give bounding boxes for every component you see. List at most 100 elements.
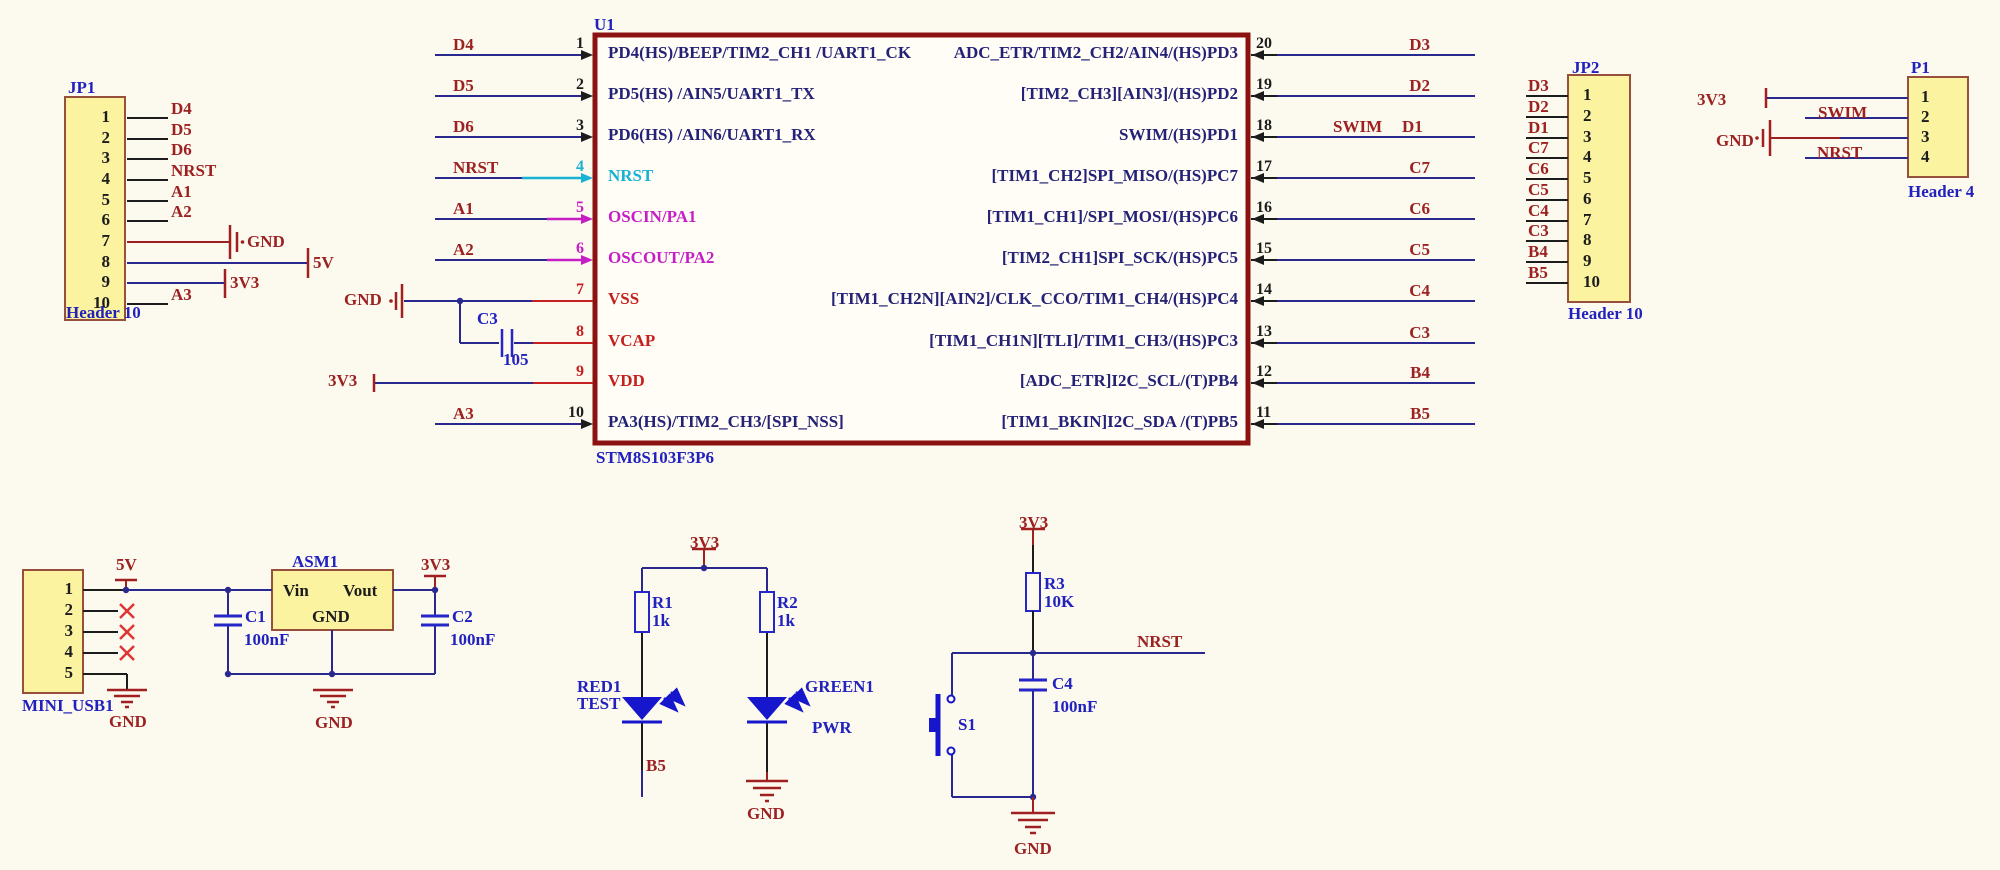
pin-number: 12 xyxy=(1256,363,1272,380)
usb-gnd-symbol xyxy=(107,688,147,709)
c2-designator: C2 xyxy=(452,607,473,626)
net-label: A2 xyxy=(171,202,192,221)
pin-number: 5 xyxy=(1583,168,1592,187)
jp2-wires xyxy=(1526,95,1568,284)
usb-gnd-label: GND xyxy=(109,712,147,731)
jp2-designator: JP2 xyxy=(1572,58,1600,77)
net-label: NRST xyxy=(453,158,499,177)
reset-3v3-symbol xyxy=(1021,527,1045,545)
regulator-vin-pin: Vin xyxy=(283,581,309,600)
pin-name: [TIM2_CH1]SPI_SCK/(HS)PC5 xyxy=(1001,248,1238,267)
pin-number: 4 xyxy=(1583,147,1592,166)
net-label: B4 xyxy=(1410,363,1430,382)
net-label: B4 xyxy=(1528,242,1548,261)
pin-number: 10 xyxy=(93,293,110,312)
pin-number: 5 xyxy=(101,190,111,209)
vss-gnd-label: GND xyxy=(344,290,382,309)
pin-number: 16 xyxy=(1256,199,1272,216)
u1-chip-body xyxy=(592,32,1251,446)
pin-number: 1 xyxy=(1583,85,1592,104)
red-led-symbol xyxy=(622,687,686,724)
net-label: C7 xyxy=(1528,138,1549,157)
pin-name: [TIM1_CH2]SPI_MISO/(HS)PC7 xyxy=(991,166,1239,185)
pin-name: PD5(HS) /AIN5/UART1_TX xyxy=(608,84,815,103)
green-led-symbol xyxy=(747,687,811,724)
regulator-body xyxy=(271,569,394,631)
c2-capacitor xyxy=(421,614,449,627)
usb-designator: MINI_USB1 xyxy=(22,696,114,715)
r3-value: 10K xyxy=(1044,592,1075,611)
pin-name: [ADC_ETR]I2C_SCL/(T)PB4 xyxy=(1019,371,1238,390)
pin-number: 11 xyxy=(1256,404,1272,421)
red-led-designator: RED1 xyxy=(577,677,622,696)
net-label: D5 xyxy=(171,120,192,139)
jp1-gnd-label: GND xyxy=(247,232,285,251)
led-3v3-label: 3V3 xyxy=(690,533,720,552)
pin-name: [TIM2_CH3][AIN3]/(HS)PD2 xyxy=(1020,84,1238,103)
vss-gnd-symbol xyxy=(389,284,404,318)
pin-number: 2 xyxy=(1583,106,1592,125)
net-label: C3 xyxy=(1528,221,1549,240)
regulator-gnd-pin: GND xyxy=(312,607,350,626)
regulator-vout-pin: Vout xyxy=(343,581,378,600)
usb-body xyxy=(22,569,84,694)
s1-designator: S1 xyxy=(958,715,976,734)
jp1-gnd-symbol xyxy=(228,225,239,259)
pin-number: 8 xyxy=(1583,230,1592,249)
net-label: D3 xyxy=(1409,35,1430,54)
pin-name: PD4(HS)/BEEP/TIM2_CH1 /UART1_CK xyxy=(608,43,912,62)
net-label: NRST xyxy=(171,161,217,180)
pin-name: [TIM1_CH1]/SPI_MOSI/(HS)PC6 xyxy=(986,207,1238,226)
green-led-function: PWR xyxy=(812,718,852,737)
p1-gnd-symbol xyxy=(1755,120,1772,156)
regulator-designator: ASM1 xyxy=(292,552,339,571)
net-label: D6 xyxy=(171,140,192,159)
pin-name: SWIM/(HS)PD1 xyxy=(1119,125,1238,144)
jp1-wires xyxy=(127,117,310,305)
pin-number: 9 xyxy=(1583,251,1592,270)
reset-gnd-label: GND xyxy=(1014,839,1052,858)
pin-name: [TIM1_BKIN]I2C_SDA /(T)PB5 xyxy=(1001,412,1238,431)
pin-number: 9 xyxy=(576,363,584,380)
pin-number: 6 xyxy=(576,240,584,257)
c1-designator: C1 xyxy=(245,607,266,626)
r3-designator: R3 xyxy=(1044,574,1065,593)
green-led-designator: GREEN1 xyxy=(805,677,874,696)
usb-5v-label: 5V xyxy=(116,555,137,574)
pin-number: 14 xyxy=(1256,281,1272,298)
no-connect-marks xyxy=(119,603,135,661)
u1-left-wires xyxy=(372,50,593,429)
net-label: C3 xyxy=(1409,323,1430,342)
net-label: C5 xyxy=(1409,240,1430,259)
net-label: D4 xyxy=(453,35,474,54)
net-label: C5 xyxy=(1528,180,1549,199)
regulator-gnd-symbol xyxy=(313,688,353,709)
r1-designator: R1 xyxy=(652,593,673,612)
net-label: B5 xyxy=(1528,263,1548,282)
pin-number: 20 xyxy=(1256,35,1272,52)
net-label-swim: SWIM xyxy=(1333,117,1383,136)
pin-name: [TIM1_CH1N][TLI]/TIM1_CH3/(HS)PC3 xyxy=(929,331,1238,350)
c3-capacitor xyxy=(500,329,514,357)
pin-number: 17 xyxy=(1256,158,1272,175)
net-label: NRST xyxy=(1817,143,1863,162)
pin-number: 4 xyxy=(1921,147,1930,166)
jp2-body xyxy=(1567,74,1631,303)
u1-part-number: STM8S103F3P6 xyxy=(596,448,715,467)
net-label: D5 xyxy=(453,76,474,95)
net-label: C7 xyxy=(1409,158,1430,177)
c4-capacitor xyxy=(1019,678,1047,692)
pin-number: 1 xyxy=(101,107,111,126)
c4-value: 100nF xyxy=(1052,697,1098,716)
pin-number: 2 xyxy=(64,600,74,619)
component-bodies xyxy=(22,32,1969,694)
pin-number: 1 xyxy=(1921,87,1930,106)
jp1-body xyxy=(64,96,126,321)
r2-value: 1k xyxy=(777,611,795,630)
pin-number: 7 xyxy=(101,231,111,250)
pin-number: 3 xyxy=(1583,127,1592,146)
u1-right-wires xyxy=(1251,50,1475,429)
pin-number: 3 xyxy=(101,148,111,167)
jp1-type: Header 10 xyxy=(66,303,141,322)
